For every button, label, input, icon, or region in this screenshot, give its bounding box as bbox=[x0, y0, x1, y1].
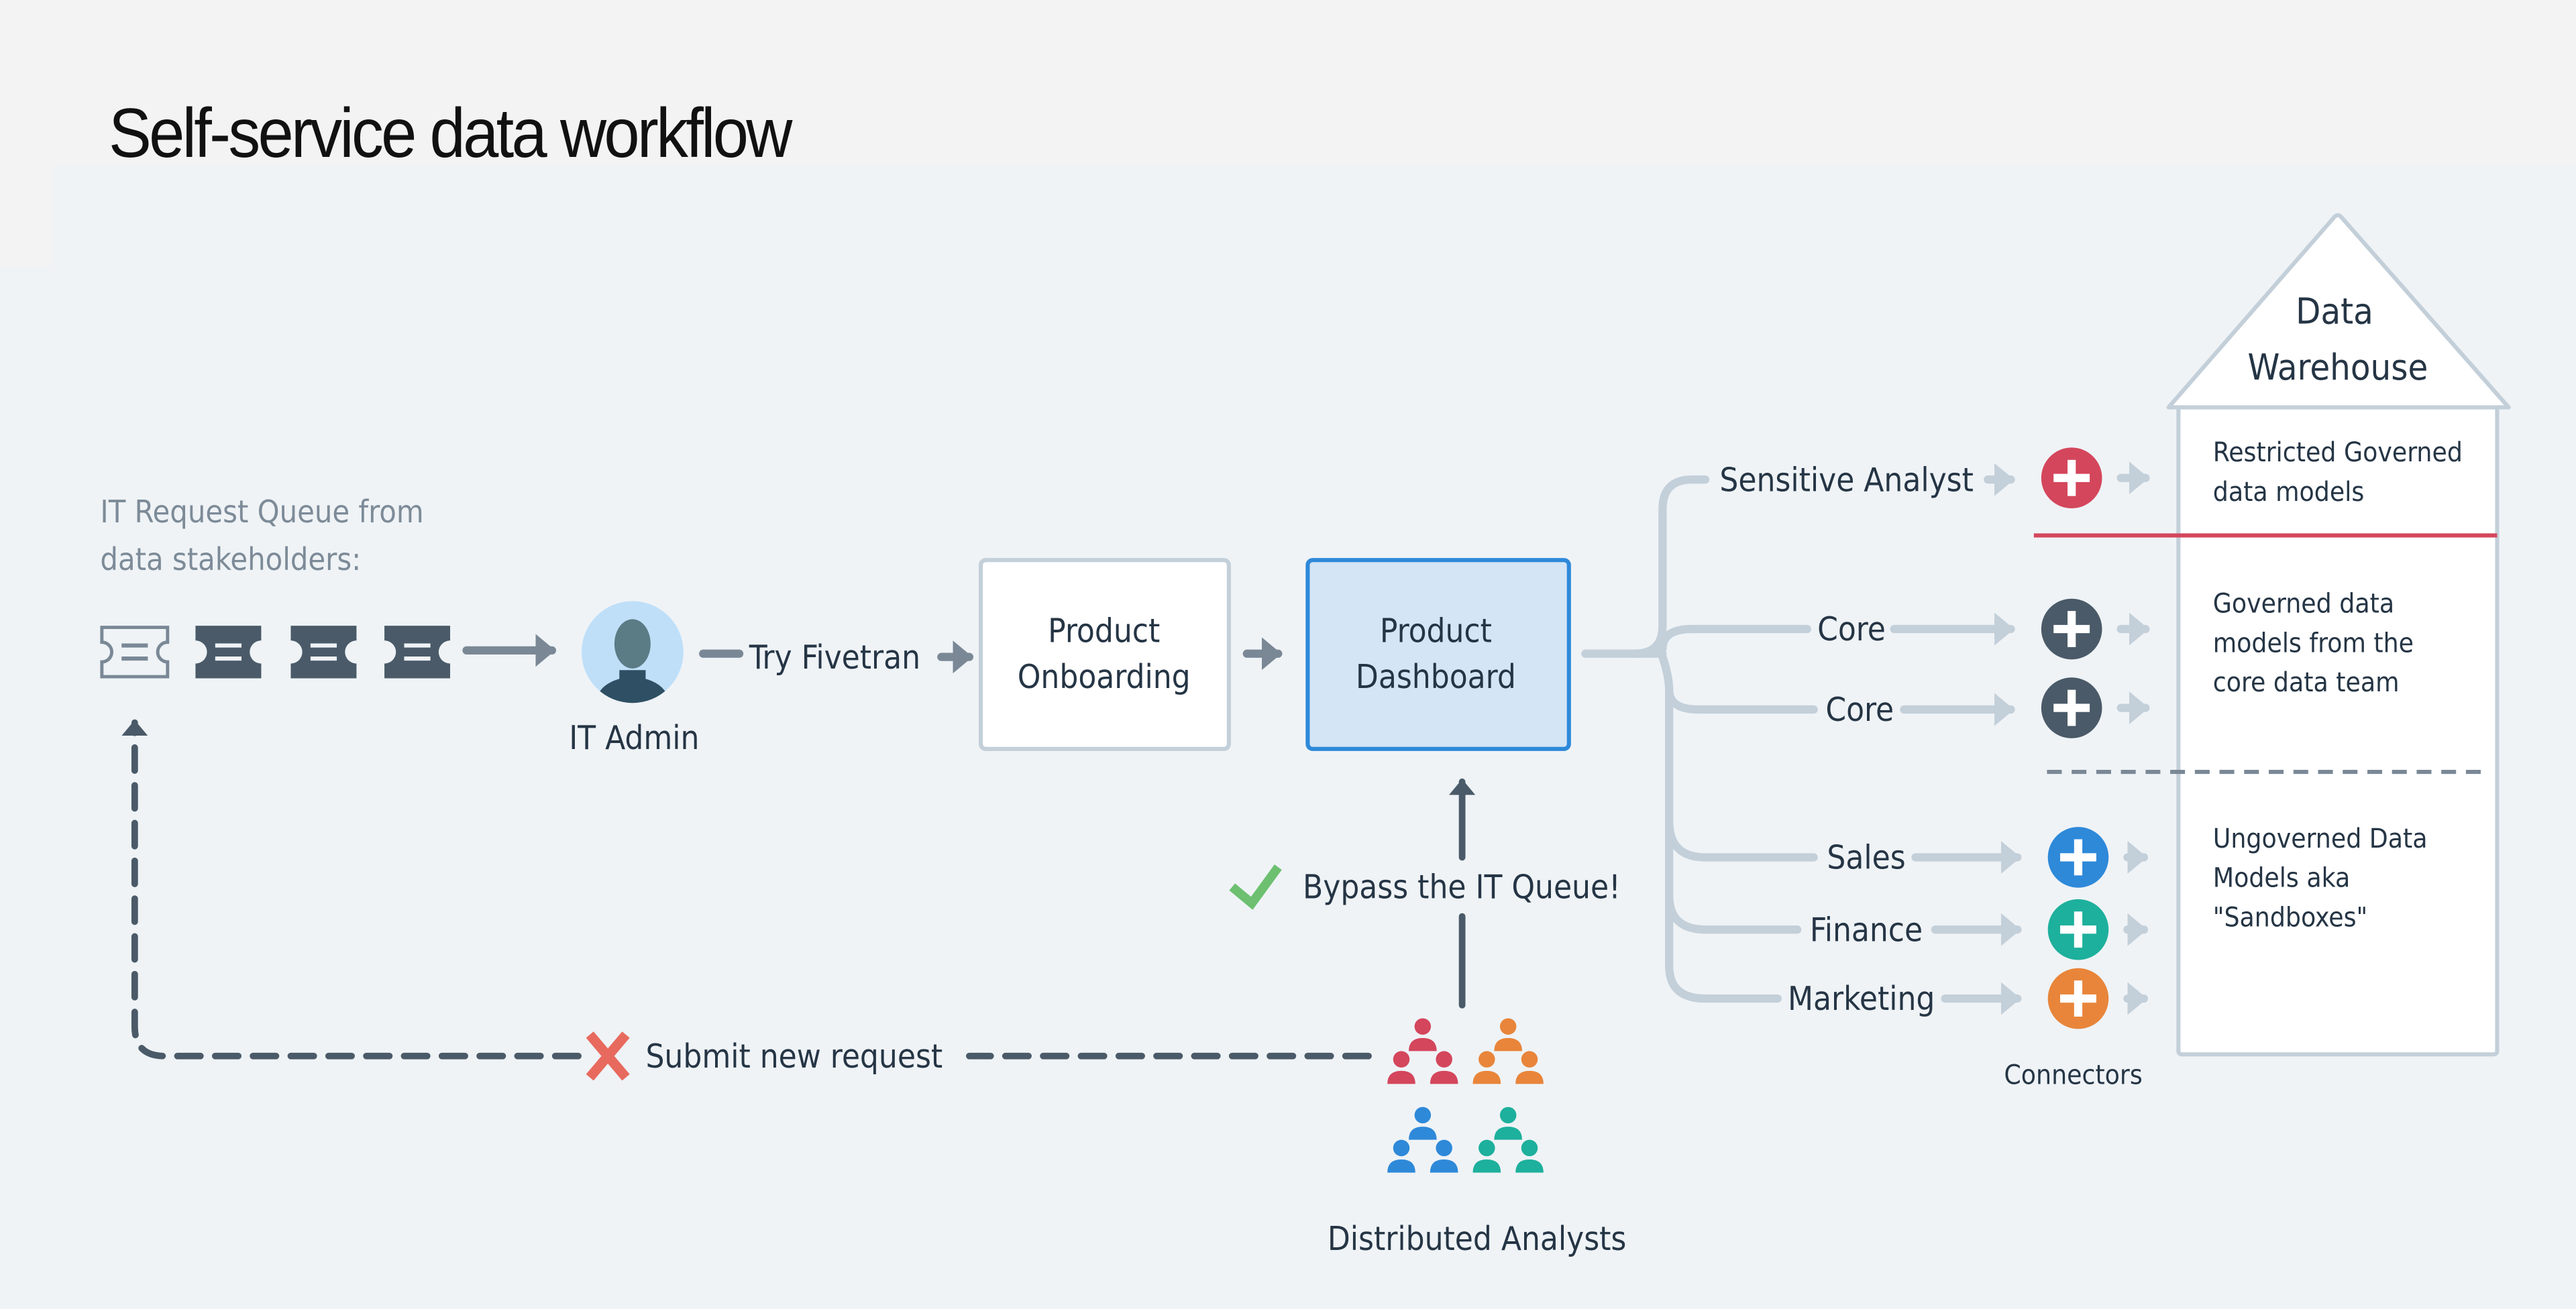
ungoverned-section-line1: Ungoverned Data bbox=[2213, 822, 2428, 854]
ungoverned-section-line2: Models aka bbox=[2213, 862, 2350, 894]
warehouse-title-line1: Data bbox=[2296, 290, 2373, 333]
bypass-label: Bypass the IT Queue! bbox=[1303, 868, 1621, 907]
connector-plus-icon[interactable] bbox=[2047, 827, 2109, 888]
connectors-label: Connectors bbox=[2004, 1058, 2142, 1090]
checkmark-icon bbox=[1229, 864, 1282, 910]
product-dashboard-line2: Dashboard bbox=[1356, 658, 1516, 696]
restricted-section-line1: Restricted Governed bbox=[2213, 436, 2463, 468]
submit-request-label[interactable]: Submit new request bbox=[645, 1037, 943, 1076]
ungoverned-section-line3: "Sandboxes" bbox=[2213, 901, 2367, 933]
canvas-background-band bbox=[0, 421, 52, 1309]
product-onboarding-line1: Product bbox=[1048, 612, 1160, 650]
analyst-group-icon bbox=[1472, 1018, 1544, 1084]
branch-label-core: Core bbox=[1825, 691, 1894, 729]
connector-plus-icon[interactable] bbox=[2047, 968, 2109, 1029]
product-onboarding-box[interactable]: Product Onboarding bbox=[978, 558, 1231, 751]
governed-section-line1: Governed data bbox=[2213, 587, 2394, 620]
governed-section-line3: core data team bbox=[2213, 666, 2400, 698]
branch-label-sensitive-analyst: Sensitive Analyst bbox=[1719, 461, 1973, 499]
analyst-group-icon bbox=[1387, 1018, 1458, 1084]
queue-caption-line1: IT Request Queue from bbox=[100, 494, 423, 530]
data-warehouse[interactable]: Data Warehouse Restricted Governed data … bbox=[2033, 213, 2511, 1057]
branch-label-sales: Sales bbox=[1827, 839, 1905, 877]
distributed-analysts-label: Distributed Analysts bbox=[1328, 1220, 1627, 1258]
restricted-section-line2: data models bbox=[2213, 475, 2364, 508]
it-admin-label: IT Admin bbox=[569, 719, 699, 757]
page-title: Self-service data workflow bbox=[109, 95, 792, 172]
analyst-group-icon bbox=[1387, 1106, 1458, 1173]
branch-label-core: Core bbox=[1817, 610, 1886, 648]
product-onboarding-line2: Onboarding bbox=[1018, 658, 1191, 696]
branch-label-finance: Finance bbox=[1810, 911, 1923, 949]
connector-plus-icon[interactable] bbox=[2041, 447, 2102, 509]
ticket-icon[interactable] bbox=[384, 626, 451, 679]
ticket-icon[interactable] bbox=[290, 626, 357, 679]
user-avatar-icon[interactable] bbox=[581, 601, 684, 709]
governed-section-line2: models from the bbox=[2213, 626, 2414, 659]
queue-caption-line2: data stakeholders: bbox=[100, 541, 361, 577]
ticket-outline-icon[interactable] bbox=[100, 626, 170, 679]
product-dashboard-box[interactable]: Product Dashboard bbox=[1305, 558, 1571, 751]
connector-plus-icon[interactable] bbox=[2047, 899, 2109, 960]
branch-tree bbox=[1581, 475, 1818, 1003]
x-mark-icon bbox=[586, 1031, 630, 1081]
connector-plus-icon[interactable] bbox=[2041, 598, 2102, 660]
canvas-background-band bbox=[0, 266, 52, 421]
connector-plus-icon[interactable] bbox=[2041, 677, 2102, 738]
product-dashboard-line1: Product bbox=[1380, 612, 1492, 650]
branch-label-marketing: Marketing bbox=[1788, 980, 1935, 1018]
analyst-group-icon bbox=[1472, 1106, 1544, 1173]
warehouse-title-line2: Warehouse bbox=[2247, 346, 2428, 388]
ticket-icon[interactable] bbox=[195, 626, 262, 679]
try-fivetran-label[interactable]: Try Fivetran bbox=[749, 638, 920, 677]
return-to-queue-dashed-arrow bbox=[121, 719, 582, 1060]
